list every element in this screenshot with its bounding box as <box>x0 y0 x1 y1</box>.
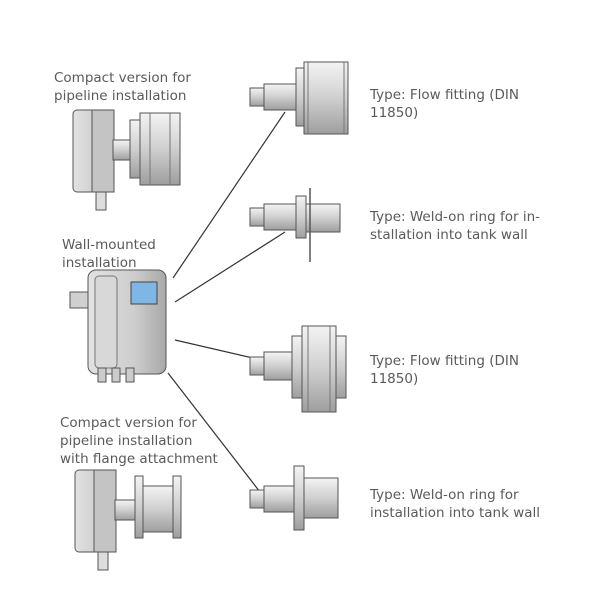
compact-flange-device <box>74 469 182 571</box>
label-wall-mounted: Wall-mounted installation <box>62 237 156 271</box>
connector-line-4 <box>167 372 261 493</box>
label-compact-pipeline: Compact version for pipeline installatio… <box>54 70 191 104</box>
connector-line-1 <box>172 111 286 279</box>
wall-mounted-device <box>69 269 167 383</box>
sensor-flow-fitting-2 <box>249 325 347 413</box>
label-compact-flange: Compact version for pipeline installatio… <box>60 415 218 467</box>
sensor-weld-on-1 <box>249 188 341 262</box>
connector-line-2 <box>174 231 286 303</box>
connector-lines <box>167 111 286 493</box>
label-type-weld-on-1: Type: Weld-on ring for in- stallation in… <box>370 209 541 243</box>
compact-pipeline-device <box>72 109 181 211</box>
label-type-flow-fitting-2: Type: Flow fitting (DIN 11850) <box>370 353 519 387</box>
label-type-flow-fitting-1: Type: Flow fitting (DIN 11850) <box>370 87 519 121</box>
label-type-weld-on-2: Type: Weld-on ring for installation into… <box>370 487 541 521</box>
sensor-flow-fitting-1 <box>249 61 349 135</box>
sensor-weld-on-2 <box>249 465 339 531</box>
